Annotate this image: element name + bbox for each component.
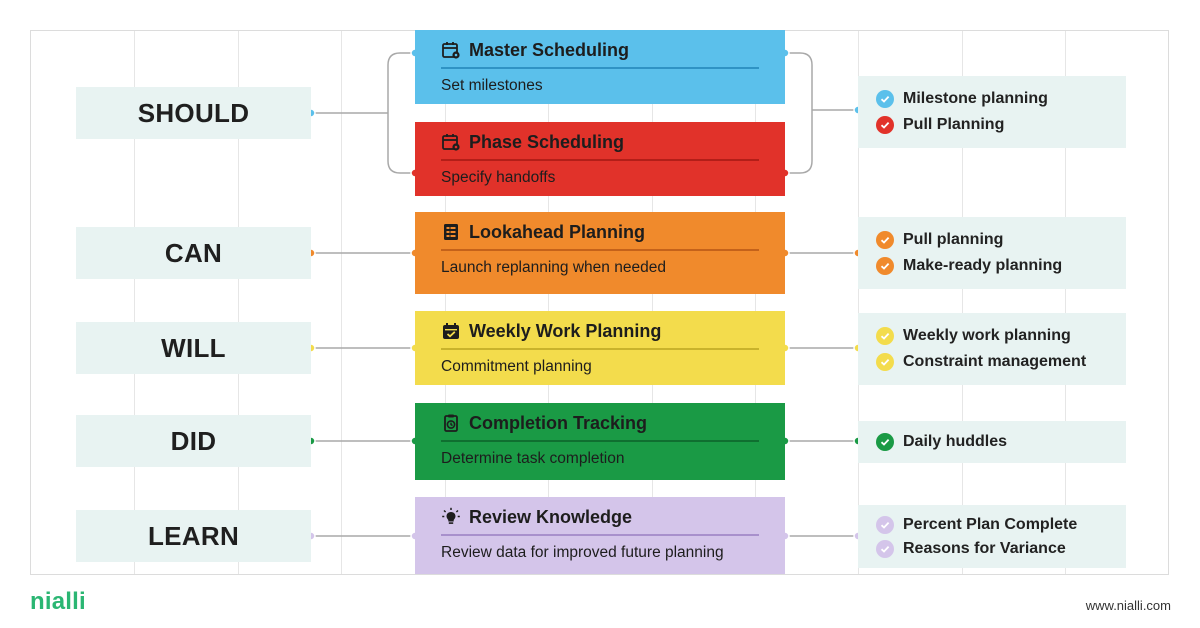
result-item: Reasons for Variance [876,539,1126,558]
card-lookahead-planning: Lookahead Planning Launch replanning whe… [415,212,785,294]
card-subtitle: Set milestones [441,77,543,94]
card-title: Review Knowledge [469,506,633,527]
calendar-gear-icon [441,132,461,152]
check-icon [876,90,894,108]
grid-line [238,31,239,574]
card-subtitle: Commitment planning [441,358,592,375]
check-icon [876,433,894,451]
grid-line [134,31,135,574]
card-phase-scheduling: Phase Scheduling Specify handoffs [415,122,785,196]
result-panel-did: Daily huddles [858,421,1126,463]
result-panel-can: Pull planning Make-ready planning [858,217,1126,289]
result-item: Milestone planning [876,90,1126,108]
grid-line [445,31,446,574]
result-label: Percent Plan Complete [903,515,1078,533]
result-item: Percent Plan Complete [876,515,1126,534]
card-subtitle: Determine task completion [441,450,625,467]
result-label: Pull planning [903,231,1004,248]
grid-line [652,31,653,574]
grid-line [755,31,756,574]
card-divider [441,348,759,350]
lightbulb-icon [441,507,461,527]
card-title: Weekly Work Planning [469,320,662,341]
nialli-logo: nialli [30,588,86,615]
card-subtitle: Review data for improved future planning [441,544,724,561]
verb-can: CAN [76,227,311,279]
result-panel-should: Milestone planning Pull Planning [858,76,1126,148]
result-panel-learn: Percent Plan Complete Reasons for Varian… [858,505,1126,568]
card-divider [441,67,759,69]
website-url: www.nialli.com [1085,598,1171,613]
result-label: Pull Planning [903,116,1005,133]
card-subtitle: Specify handoffs [441,169,556,186]
verb-should: SHOULD [76,87,311,139]
card-weekly-work-planning: Weekly Work Planning Commitment planning [415,311,785,385]
card-title: Lookahead Planning [469,221,646,242]
verb-did: DID [76,415,311,467]
result-item: Daily huddles [876,433,1126,451]
check-icon [876,515,894,534]
result-item: Pull planning [876,231,1126,249]
checklist-icon [441,222,461,242]
check-icon [876,116,894,134]
card-divider [441,534,759,536]
grid-line [858,31,859,574]
result-label: Weekly work planning [903,327,1071,344]
result-item: Weekly work planning [876,327,1126,345]
card-divider [441,440,759,442]
grid-line [341,31,342,574]
grid-line [1065,31,1066,574]
result-item: Pull Planning [876,116,1126,134]
card-divider [441,159,759,161]
card-title: Completion Tracking [469,412,648,433]
check-icon [876,231,894,249]
calendar-check-icon [441,321,461,341]
result-label: Daily huddles [903,433,1008,450]
card-review-knowledge: Review Knowledge Review data for improve… [415,497,785,574]
card-title: Phase Scheduling [469,131,625,152]
result-label: Milestone planning [903,90,1048,107]
result-label: Make-ready planning [903,257,1063,274]
result-label: Reasons for Variance [903,539,1066,557]
card-divider [441,249,759,251]
check-icon [876,257,894,275]
result-item: Constraint management [876,353,1126,371]
result-item: Make-ready planning [876,257,1126,275]
verb-learn: LEARN [76,510,311,562]
result-panel-will: Weekly work planning Constraint manageme… [858,313,1126,385]
grid-line [548,31,549,574]
check-icon [876,353,894,371]
check-icon [876,539,894,558]
result-label: Constraint management [903,353,1087,370]
card-subtitle: Launch replanning when needed [441,259,666,276]
calendar-gear-icon [441,40,461,60]
clipboard-clock-icon [441,413,461,433]
card-completion-tracking: Completion Tracking Determine task compl… [415,403,785,480]
check-icon [876,327,894,345]
grid-line [962,31,963,574]
card-title: Master Scheduling [469,39,630,60]
verb-will: WILL [76,322,311,374]
card-master-scheduling: Master Scheduling Set milestones [415,30,785,104]
